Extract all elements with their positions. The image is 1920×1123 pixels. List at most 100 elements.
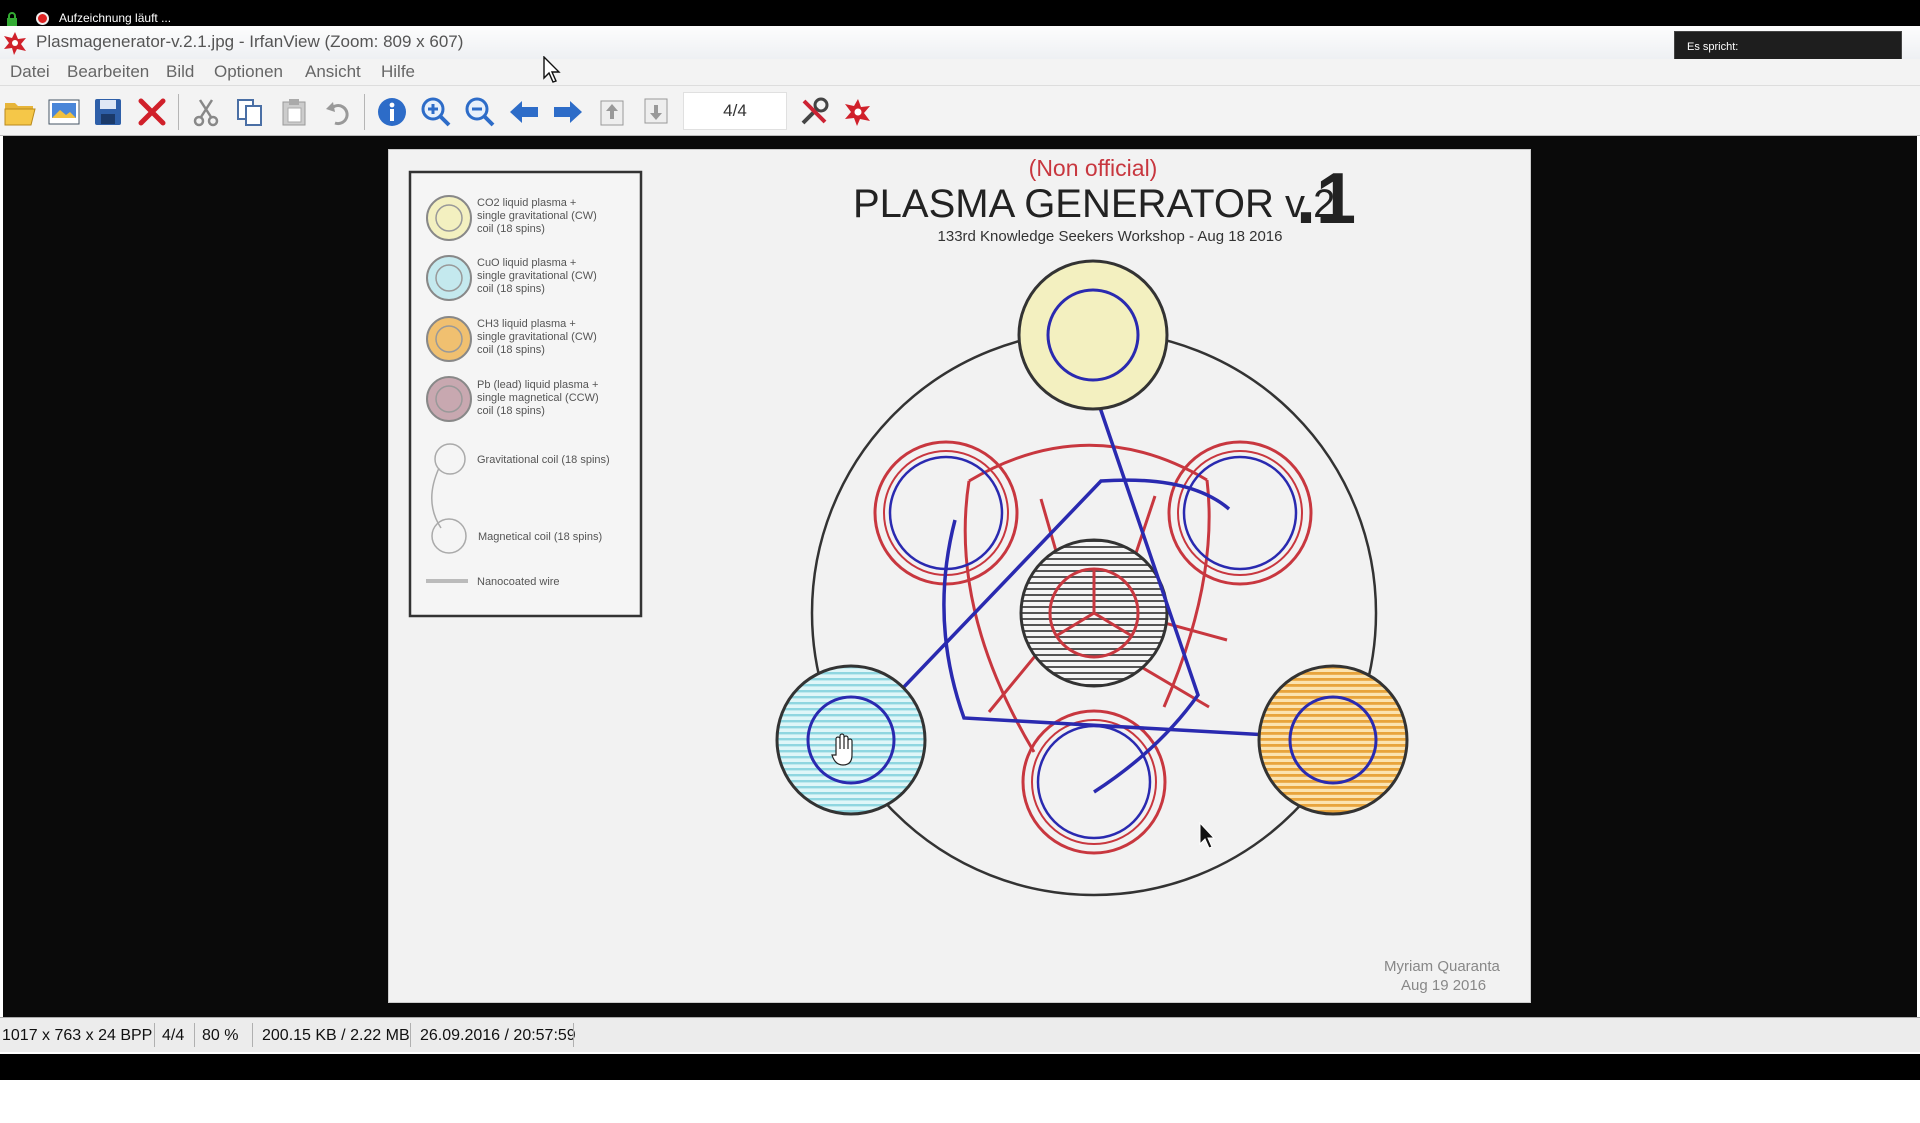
menu-bearbeiten[interactable]: Bearbeiten [67, 62, 150, 81]
about-icon [845, 99, 870, 126]
next-button[interactable] [549, 93, 587, 131]
co2-gravitational-coil [1046, 288, 1140, 382]
non-official-note: (Non official) [1029, 155, 1158, 181]
legend-pb-line2: single magnetical (CCW) [477, 392, 599, 404]
status-datetime: 26.09.2016 / 20:57:59 [420, 1027, 576, 1044]
recording-bar: Aufzeichnung läuft ... [0, 0, 1920, 26]
thumbnails-icon [48, 99, 80, 125]
zoom-in-button[interactable] [417, 93, 455, 131]
first-page-button[interactable] [593, 93, 631, 131]
status-separator [194, 1023, 195, 1047]
first-page-icon [600, 100, 624, 126]
menu-ansicht[interactable]: Ansicht [305, 62, 361, 81]
menu-datei[interactable]: Datei [10, 62, 50, 81]
page-indicator[interactable]: 4/4 [683, 92, 787, 130]
copy-icon [237, 99, 262, 126]
next-icon [554, 101, 582, 123]
irfanview-icon [4, 32, 26, 55]
status-file-size: 200.15 KB / 2.22 MB [262, 1027, 410, 1044]
menu-optionen[interactable]: Optionen [214, 62, 283, 81]
about-button[interactable] [839, 93, 877, 131]
legend-pb-line1: Pb (lead) liquid plasma + [477, 379, 598, 391]
author-date: Aug 19 2016 [1401, 977, 1486, 994]
plasma-generator-diagram: CO2 liquid plasma + single gravitational… [408, 155, 1501, 994]
diagram-title: PLASMA GENERATOR v.2 [853, 182, 1335, 226]
status-page: 4/4 [162, 1027, 185, 1044]
menu-hilfe[interactable]: Hilfe [381, 62, 416, 81]
diagram-subtitle: 133rd Knowledge Seekers Workshop - Aug 1… [938, 228, 1283, 245]
bottom-area [0, 1080, 1920, 1123]
undo-button[interactable] [319, 93, 357, 131]
legend-ch3-line2: single gravitational (CW) [477, 331, 597, 343]
legend-magnetical-label: Magnetical coil (18 spins) [478, 531, 602, 543]
legend-ch3-line3: coil (18 spins) [477, 344, 545, 356]
diagram-version: .1 [1296, 159, 1356, 239]
legend-item-magnetical-coil: Magnetical coil (18 spins) [431, 518, 602, 554]
blue-wire [855, 389, 1287, 794]
window-title: Plasmagenerator-v.2.1.jpg - IrfanView (Z… [36, 32, 464, 51]
displayed-image[interactable]: CO2 liquid plasma + single gravitational… [388, 149, 1531, 1003]
title-bar: Plasmagenerator-v.2.1.jpg - IrfanView (Z… [0, 26, 1920, 63]
legend-ch3-line1: CH3 liquid plasma + [477, 318, 576, 330]
legend-item-ch3: CH3 liquid plasma + single gravitational… [426, 316, 597, 362]
speaking-label: Es spricht: [1687, 41, 1739, 53]
last-page-button[interactable] [637, 93, 675, 131]
status-separator [410, 1023, 411, 1047]
toolbar-separator [178, 94, 179, 130]
bottom-bar [0, 1054, 1920, 1080]
cut-button[interactable] [187, 93, 225, 131]
zoom-in-icon [421, 97, 451, 127]
status-separator [573, 1023, 574, 1047]
status-zoom: 80 % [202, 1027, 239, 1044]
speaking-panel: Es spricht: [1674, 31, 1902, 63]
legend-co2-line1: CO2 liquid plasma + [477, 197, 576, 209]
previous-icon [510, 101, 538, 123]
cuo-gravitational-coil [806, 695, 896, 785]
co2-plasma [1017, 259, 1169, 411]
recording-label: Aufzeichnung läuft ... [59, 11, 172, 25]
legend-pb-line3: coil (18 spins) [477, 405, 545, 417]
properties-icon [801, 97, 829, 125]
zoom-out-icon [465, 97, 495, 127]
last-page-icon [644, 98, 668, 124]
status-separator [252, 1023, 253, 1047]
hand-cursor-icon [831, 733, 853, 766]
thumbnails-button[interactable] [45, 93, 83, 131]
legend: CO2 liquid plasma + single gravitational… [408, 170, 643, 618]
copy-button[interactable] [231, 93, 269, 131]
legend-co2-line2: single gravitational (CW) [477, 210, 597, 222]
legend-cuo-line3: coil (18 spins) [477, 283, 545, 295]
coil-bottom [1021, 709, 1167, 855]
menu-bar: Datei Bearbeiten Bild Optionen Ansicht H… [0, 59, 1920, 85]
record-icon [36, 12, 49, 25]
irfanview-window: Plasmagenerator-v.2.1.jpg - IrfanView (Z… [0, 26, 1920, 1080]
properties-button[interactable] [795, 93, 833, 131]
delete-icon [138, 98, 166, 126]
author-name: Myriam Quaranta [1384, 958, 1501, 975]
legend-gravitational-label: Gravitational coil (18 spins) [477, 454, 610, 466]
legend-cuo-line2: single gravitational (CW) [477, 270, 597, 282]
save-button[interactable] [89, 93, 127, 131]
status-bar: 1017 x 763 x 24 BPP 4/4 80 % 200.15 KB /… [0, 1017, 1920, 1052]
delete-button[interactable] [133, 93, 171, 131]
image-viewport[interactable]: CO2 liquid plasma + single gravitational… [3, 136, 1917, 1019]
status-separator [154, 1023, 155, 1047]
mouse-cursor-icon [543, 56, 561, 83]
coil-upper-right [1167, 440, 1313, 586]
open-button[interactable] [1, 93, 39, 131]
zoom-out-button[interactable] [461, 93, 499, 131]
info-icon [378, 98, 406, 126]
legend-wire-label: Nanocoated wire [477, 576, 560, 588]
cut-icon [193, 99, 219, 127]
info-button[interactable] [373, 93, 411, 131]
legend-co2-line3: coil (18 spins) [477, 223, 545, 235]
ch3-plasma [1257, 664, 1409, 816]
paste-icon [282, 99, 306, 126]
legend-cuo-line1: CuO liquid plasma + [477, 257, 576, 269]
previous-button[interactable] [505, 93, 543, 131]
ch3-gravitational-coil [1288, 695, 1378, 785]
paste-button[interactable] [275, 93, 313, 131]
legend-item-pb: Pb (lead) liquid plasma + single magneti… [426, 376, 599, 422]
menu-bild[interactable]: Bild [166, 62, 195, 81]
mouse-pointer-icon [1199, 821, 1216, 849]
